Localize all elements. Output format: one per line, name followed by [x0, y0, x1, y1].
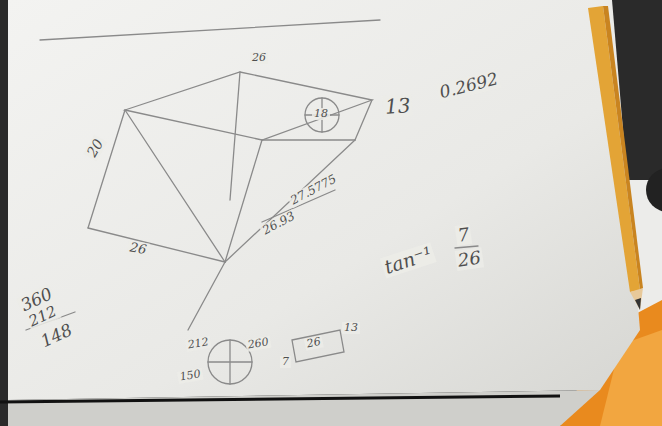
- handwritten-note: 7: [455, 224, 473, 246]
- handwritten-note: 7: [280, 356, 291, 368]
- handwritten-note: 26: [250, 52, 268, 64]
- handwritten-note: 26: [455, 247, 484, 270]
- handwritten-note: 13: [342, 322, 360, 334]
- handwritten-note: 13: [382, 94, 413, 118]
- handwritten-note: 18: [312, 108, 330, 120]
